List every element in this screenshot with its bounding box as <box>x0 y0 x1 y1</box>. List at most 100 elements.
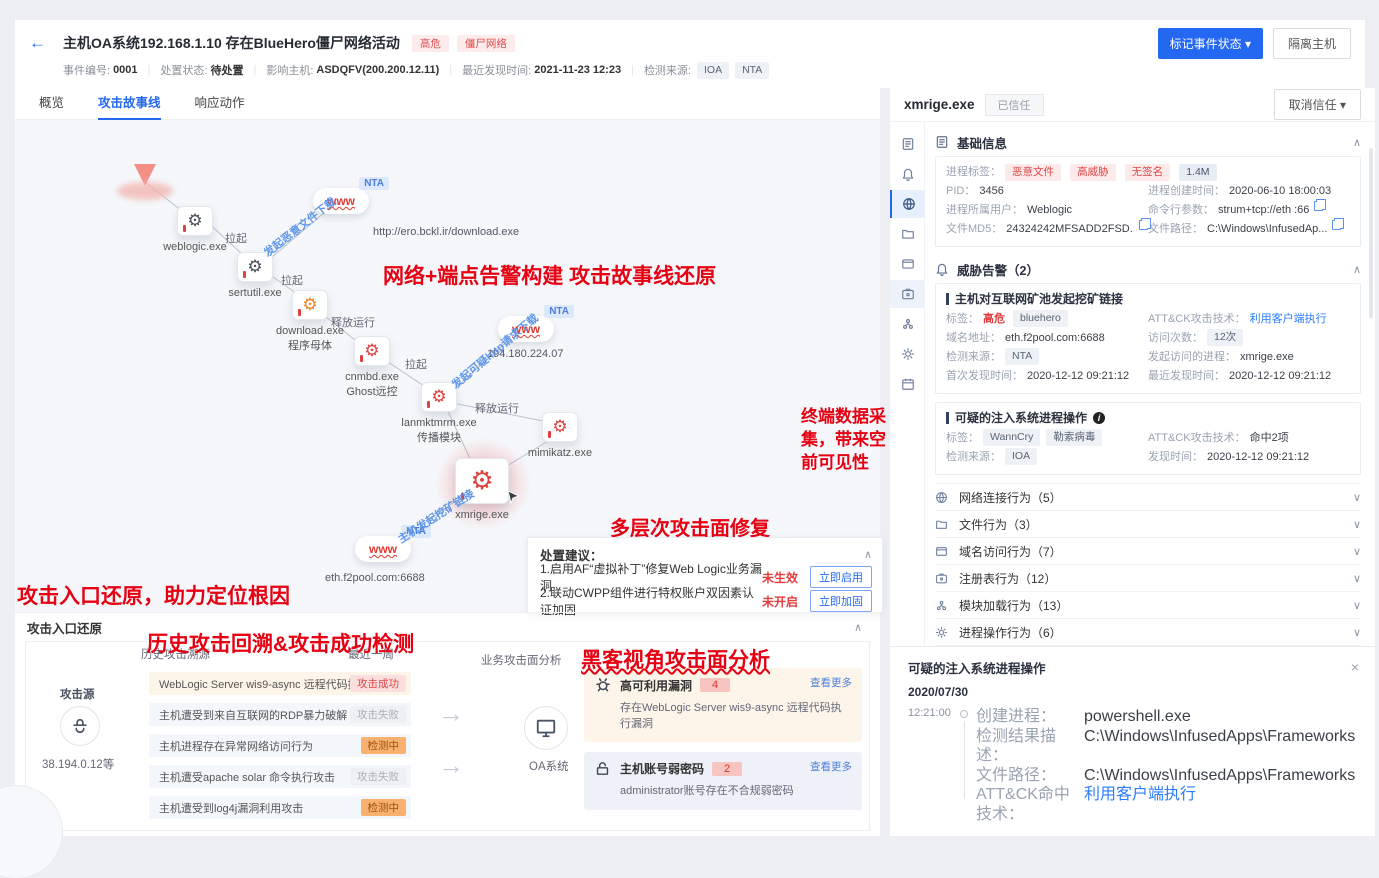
cursor-icon <box>507 490 521 504</box>
expand-icon[interactable]: ∨ <box>1352 599 1361 612</box>
harden-now-button[interactable]: 立即加固 <box>810 590 872 612</box>
source-badge-ioa: IOA <box>697 61 730 79</box>
task-behavior-icon[interactable] <box>890 370 925 398</box>
incident-meta: 事件编号:0001 | 处置状态:待处置 | 影响主机:ASDQFV(200.2… <box>63 56 1351 84</box>
alert-mark <box>243 271 246 278</box>
expand-icon[interactable]: ∨ <box>1352 626 1361 639</box>
attack-history-row[interactable]: WebLogic Server wis9-async 远程代码执行漏洞 攻击成功 <box>149 672 411 695</box>
expand-icon[interactable]: ∨ <box>1352 572 1361 585</box>
process-op-icon[interactable] <box>890 340 925 368</box>
alert-mark <box>548 431 551 438</box>
behavior-row-domain[interactable]: 域名访问行为（7） ∨ <box>935 537 1361 564</box>
md5-value: 24324242MFSADD2FSD... <box>1006 223 1135 235</box>
file-behavior-icon[interactable] <box>890 220 925 248</box>
info-icon[interactable]: i <box>1093 411 1106 424</box>
behavior-row-file[interactable]: 文件行为（3） ∨ <box>935 510 1361 537</box>
basic-info-icon[interactable] <box>890 130 925 158</box>
isolate-host-button[interactable]: 隔离主机 <box>1272 27 1351 59</box>
back-icon[interactable]: ← <box>29 33 46 52</box>
close-icon[interactable]: × <box>1350 659 1359 675</box>
entry-section-title: 攻击入口还原 <box>27 621 103 636</box>
alert-mining-box[interactable]: 主机对互联网矿池发起挖矿链接 标签： 高危 bluehero ATT&CK攻击技… <box>935 283 1361 394</box>
enable-now-button[interactable]: 立即启用 <box>810 566 872 588</box>
behavior-row-module[interactable]: 模块加载行为（13） ∨ <box>935 591 1361 618</box>
attack-source-ip: 38.194.0.12等 <box>42 759 115 771</box>
view-more-link[interactable]: 查看更多 <box>810 677 852 689</box>
oa-system-icon <box>524 706 568 750</box>
tab-storyline[interactable]: 攻击故事线 <box>98 88 161 120</box>
suggestion-item: 2.联动CWPP组件进行特权账户双因素认证加固 未开启 立即加固 <box>540 586 872 617</box>
attack-technique-link[interactable]: 利用客户端执行 <box>1084 786 1197 803</box>
graph-node-www-download-url[interactable]: www NTA <box>313 177 389 214</box>
process-tag: 无签名 <box>1124 164 1171 181</box>
alert-mark <box>427 401 430 408</box>
user-value: Weblogic <box>1027 204 1073 216</box>
process-tag: 恶意文件 <box>1005 164 1061 181</box>
view-more-link[interactable]: 查看更多 <box>810 761 852 773</box>
attack-history-row[interactable]: 主机遭受到来自互联网的RDP暴力破解 攻击失败 <box>149 703 411 726</box>
attack-history-row[interactable]: 主机遭受到log4j漏洞利用攻击 检测中 <box>149 796 411 819</box>
copy-icon[interactable] <box>1332 217 1344 230</box>
annotation-repair: 多层次攻击面修复 <box>610 518 770 540</box>
tab-response[interactable]: 响应动作 <box>194 95 245 110</box>
alert-bell-icon[interactable] <box>890 160 925 188</box>
alert-bell-icon <box>935 262 957 276</box>
expand-icon[interactable]: ∨ <box>1352 491 1361 504</box>
scrollbar[interactable] <box>1369 148 1373 318</box>
copy-icon[interactable] <box>1139 217 1151 230</box>
create-process-value: powershell.exe <box>1084 708 1191 725</box>
domain-behavior-icon[interactable] <box>890 250 925 278</box>
process-name: xmrige.exe <box>904 97 975 112</box>
expand-icon[interactable]: ∨ <box>1352 518 1361 531</box>
collapse-icon[interactable]: ∧ <box>1352 263 1361 276</box>
card-description: administrator账号存在不合规弱密码 <box>620 785 794 797</box>
attack-technique-link[interactable]: 利用客户端执行 <box>1249 313 1327 325</box>
found-time-value: 2020-12-12 09:21:12 <box>1207 451 1310 463</box>
network-behavior-icon[interactable] <box>890 190 925 218</box>
history-column-header: 历史攻击溯源 <box>141 649 210 661</box>
status-badge: 攻击成功 <box>350 675 406 692</box>
collapse-icon[interactable]: ∧ <box>863 548 872 561</box>
section-icon-rail <box>890 122 925 646</box>
annotation-hacker: 黑客视角攻击面分析 <box>581 649 770 672</box>
collapse-icon[interactable]: ∧ <box>1352 136 1361 149</box>
attack-history-row[interactable]: 主机遭受apache solar 命令执行攻击 攻击失败 <box>149 765 411 788</box>
graph-node-download[interactable]: ⚙ download.exe 程序母体 <box>265 290 355 353</box>
graph-node-www-ip[interactable]: www NTA <box>498 305 574 342</box>
vulnerability-card: 查看更多 高可利用漏洞 4 存在WebLogic Server wis9-asy… <box>584 668 862 742</box>
mark-status-button[interactable]: 标记事件状态 ▾ <box>1157 27 1263 59</box>
registry-behavior-icon[interactable] <box>890 280 925 308</box>
behavior-row-registry[interactable]: 注册表行为（12） ∨ <box>935 564 1361 591</box>
attack-hits-value: 命中2项 <box>1249 432 1289 444</box>
attack-source-label: 攻击源 <box>60 689 95 701</box>
edge-label-run: 释放运行 <box>331 317 375 329</box>
graph-node-sertutil[interactable]: ⚙ sertutil.exe <box>210 252 300 299</box>
graph-node-www-pool[interactable]: www NTA <box>355 525 431 562</box>
main-panel: 概览 攻击故事线 响应动作 ⚙ webl <box>15 88 886 836</box>
attack-history-row[interactable]: 主机进程存在异常网络访问行为 检测中 <box>149 734 411 757</box>
event-id: 0001 <box>113 64 138 76</box>
injection-title: 可疑的注入系统进程操作 <box>908 661 1046 676</box>
graph-node-cnmbd[interactable]: ⚙ cnmbd.exe Ghost远控 <box>327 336 417 399</box>
untrust-button[interactable]: 取消信任 ▾ <box>1273 89 1361 120</box>
collapse-icon[interactable]: ∧ <box>853 621 862 634</box>
detect-result-value: C:\Windows\InfusedApps\Frameworks <box>1084 727 1356 745</box>
process-value: xmrige.exe <box>1240 351 1294 363</box>
tab-overview[interactable]: 概览 <box>39 95 65 110</box>
suggestion-status: 未开启 <box>761 594 798 609</box>
type-tag: 僵尸网络 <box>456 34 515 52</box>
expand-icon[interactable]: ∨ <box>1352 545 1361 558</box>
copy-icon[interactable] <box>1314 198 1326 211</box>
behavior-row-process[interactable]: 进程操作行为（6） ∨ <box>935 618 1361 645</box>
surface-column-header: 业务攻击面分析 <box>481 655 562 667</box>
graph-node-weblogic[interactable]: ⚙ weblogic.exe <box>150 206 240 253</box>
module-behavior-icon[interactable] <box>890 310 925 338</box>
behavior-row-task[interactable]: 计划任务创建行为（6） ∨ <box>935 645 1361 646</box>
behavior-row-network[interactable]: 网络连接行为（5） ∨ <box>935 483 1361 510</box>
graph-node-mimikatz[interactable]: ⚙ mimikatz.exe <box>515 412 605 459</box>
file-path-value: C:\Windows\InfusedApps\Frameworks <box>1084 766 1356 784</box>
process-gear-icon: ⚙ <box>302 294 318 315</box>
graph-node-xmrige[interactable]: ⚙ xmrige.exe <box>437 458 527 521</box>
graph-node-lanmktmrm[interactable]: ⚙ lanmktmrm.exe 传播模块 <box>394 382 484 445</box>
